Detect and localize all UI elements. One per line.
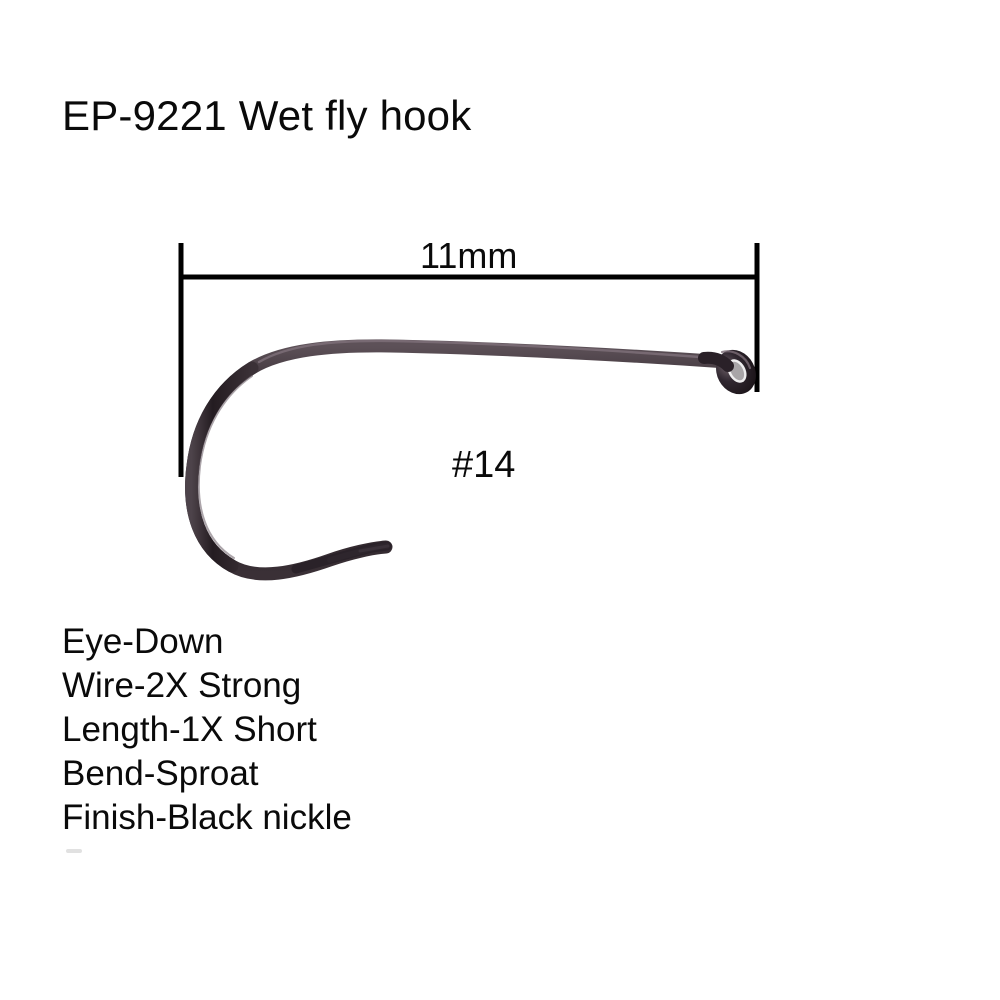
dimension-annotation: [178, 243, 760, 477]
bend-highlight: [197, 375, 253, 559]
hook-eye: [698, 349, 756, 395]
dimension-label: 11mm: [420, 235, 518, 276]
spec-item-eye: Eye-Down: [62, 622, 224, 661]
image-artifact: [66, 849, 82, 853]
page-title: EP-9221 Wet fly hook: [62, 92, 472, 139]
hook-bend: [185, 361, 259, 573]
spec-item-bend: Bend-Sproat: [62, 754, 259, 793]
spec-item-finish: Finish-Black nickle: [62, 798, 352, 837]
shank-highlight: [257, 339, 702, 364]
hook-size-label: #14: [452, 444, 516, 486]
eye-shank-junction: [698, 351, 734, 372]
specification-list: Eye-Down Wire-2X Strong Length-1X Short …: [62, 620, 352, 840]
spec-item-length: Length-1X Short: [62, 710, 317, 749]
fish-hook-illustration: [185, 339, 756, 581]
eye-highlight: [720, 350, 752, 370]
spec-item-wire: Wire-2X Strong: [62, 666, 302, 705]
hook-point-tip: [358, 544, 390, 553]
